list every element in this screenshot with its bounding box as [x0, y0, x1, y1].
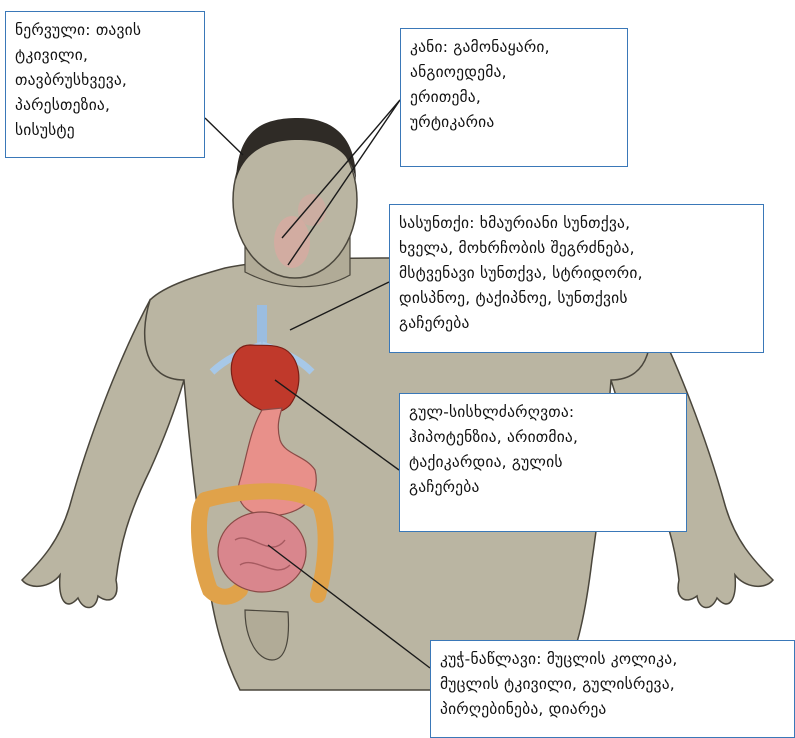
gastrointestinal-callout: კუჭ-ნაწლავი: მუცლის კოლიკა, მუცლის ტკივი…	[430, 640, 795, 738]
skin-line-1: კანი: გამონაყარი,	[410, 35, 619, 60]
neuro-leader	[205, 118, 243, 155]
neuro-line-4: პარესთეზია,	[15, 93, 196, 118]
skin-line-3: ერითემა,	[410, 85, 619, 110]
gi-line-3: პირღებინება, დიარეა	[440, 697, 786, 722]
cardio-line-2: ჰიპოტენზია, არითმია,	[409, 425, 678, 450]
cardiovascular-callout: გულ-სისხლძარღვთა: ჰიპოტენზია, არითმია, ტ…	[399, 393, 687, 532]
resp-line-3: მსტვენავი სუნთქვა, სტრიდორი,	[399, 261, 755, 286]
skin-callout: კანი: გამონაყარი, ანგიოედემა, ერითემა, უ…	[400, 28, 628, 167]
resp-line-1: სასუნთქი: ხმაურიანი სუნთქვა,	[399, 211, 755, 236]
neuro-line-1: ნერვული: თავის	[15, 18, 196, 43]
gi-line-1: კუჭ-ნაწლავი: მუცლის კოლიკა,	[440, 647, 786, 672]
cardio-line-4: გაჩერება	[409, 475, 678, 500]
gi-line-2: მუცლის ტკივილი, გულისრევა,	[440, 672, 786, 697]
respiratory-callout: სასუნთქი: ხმაურიანი სუნთქვა, ხველა, მოხრ…	[389, 204, 764, 353]
skin-line-2: ანგიოედემა,	[410, 60, 619, 85]
skin-line-4: ურტიკარია	[410, 110, 619, 135]
cardio-line-3: ტაქიკარდია, გულის	[409, 450, 678, 475]
neuro-line-3: თავბრუსხვევა,	[15, 68, 196, 93]
resp-line-4: დისპნოე, ტაქიპნოე, სუნთქვის	[399, 286, 755, 311]
resp-line-2: ხველა, მოხრჩობის შეგრძნება,	[399, 236, 755, 261]
neuro-line-2: ტკივილი,	[15, 43, 196, 68]
cardio-line-1: გულ-სისხლძარღვთა:	[409, 400, 678, 425]
neuro-callout: ნერვული: თავის ტკივილი, თავბრუსხვევა, პა…	[5, 11, 205, 158]
resp-line-5: გაჩერება	[399, 311, 755, 336]
neuro-line-5: სისუსტე	[15, 118, 196, 143]
